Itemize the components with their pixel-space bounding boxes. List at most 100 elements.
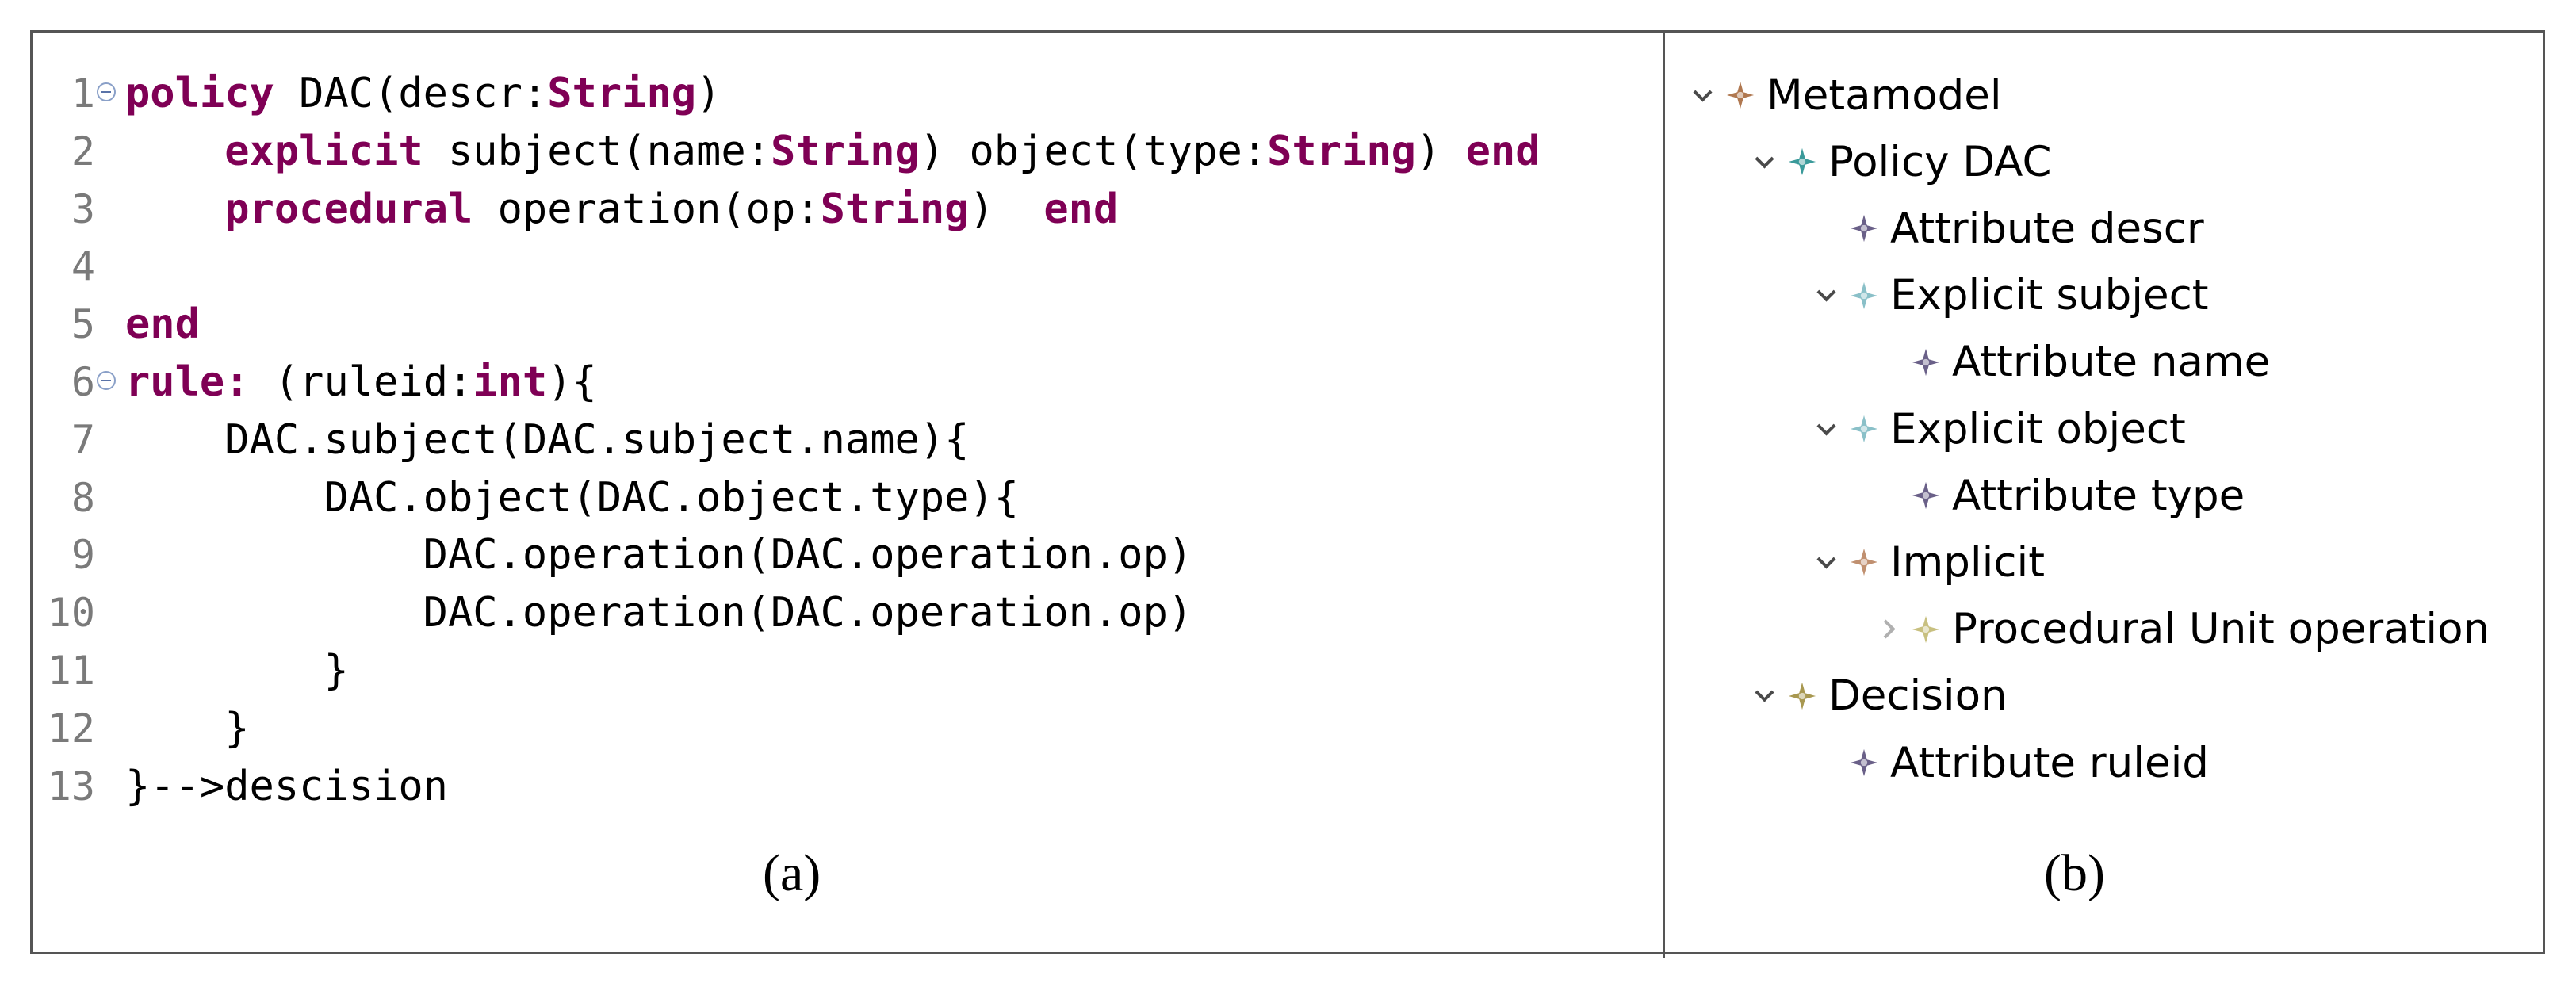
code-text: DAC.operation(DAC.operation.op) (125, 526, 1193, 584)
code-line[interactable]: 10 DAC.operation(DAC.operation.op) (36, 584, 1646, 642)
code-token: ) (1415, 127, 1466, 175)
diamond-icon (1850, 415, 1878, 443)
tree-item[interactable]: Procedural Unit operation (1874, 596, 2490, 663)
diamond-icon (1912, 482, 1940, 510)
code-text: DAC.operation(DAC.operation.op) (125, 584, 1193, 642)
diamond-icon (1850, 281, 1878, 309)
chevron-down-icon[interactable] (1751, 146, 1778, 178)
tree-item[interactable]: Implicit (1812, 529, 2045, 595)
code-text: rule: (ruleid:int){ (125, 354, 597, 411)
keyword-token: String (547, 70, 697, 117)
tree-item[interactable]: Policy DAC (1751, 128, 2052, 195)
diamond-icon (1850, 748, 1878, 777)
keyword-token: String (1267, 127, 1416, 175)
diamond-icon (1788, 148, 1816, 176)
keyword-token: end (125, 300, 200, 349)
chevron-right-icon[interactable] (1874, 614, 1901, 645)
figure-frame (30, 30, 2545, 954)
code-token: } (125, 646, 349, 694)
line-number: 1 (71, 71, 95, 117)
keyword-token: procedural (224, 185, 473, 233)
fold-collapse-icon[interactable] (97, 82, 116, 101)
tree-item[interactable]: Attribute ruleid (1812, 729, 2209, 796)
code-token (125, 186, 224, 233)
tree-item-label: Explicit object (1890, 404, 2186, 453)
line-number: 3 (71, 186, 95, 232)
tree-item[interactable]: Metamodel (1689, 62, 2002, 128)
code-token: ) (696, 70, 722, 117)
tree-item[interactable]: Explicit object (1812, 396, 2186, 462)
code-text: } (125, 642, 349, 700)
code-token: DAC.operation(DAC.operation.op) (125, 531, 1193, 580)
line-number: 11 (47, 647, 95, 694)
chevron-down-icon[interactable] (1751, 680, 1778, 712)
code-text: procedural operation(op:String) end (125, 181, 1118, 239)
code-line[interactable]: 12 } (36, 700, 1646, 758)
code-text: DAC.subject(DAC.subject.name){ (125, 411, 969, 469)
tree-item-label: Attribute ruleid (1890, 738, 2209, 787)
tree-item-label: Explicit subject (1890, 271, 2209, 320)
line-number: 4 (71, 243, 95, 290)
code-token: subject(name: (423, 127, 771, 175)
chevron-down-icon[interactable] (1689, 79, 1716, 111)
code-line[interactable]: 6 rule: (ruleid:int){ (36, 354, 1646, 411)
code-token: (ruleid: (249, 358, 473, 406)
tree-item-label: Attribute type (1952, 471, 2245, 520)
code-line[interactable]: 9 DAC.operation(DAC.operation.op) (36, 526, 1646, 584)
code-line[interactable]: 2 explicit subject(name:String) object(t… (36, 123, 1646, 181)
code-token: DAC.object(DAC.object.type){ (125, 473, 1020, 522)
code-token: } (125, 704, 250, 752)
tree-item-label: Implicit (1890, 537, 2045, 587)
code-text: explicit subject(name:String) object(typ… (125, 123, 1540, 181)
line-number: 5 (71, 301, 95, 348)
tree-item[interactable]: Attribute name (1874, 329, 2270, 396)
diamond-icon (1726, 81, 1755, 109)
chevron-down-icon[interactable] (1812, 413, 1839, 445)
code-text: end (125, 296, 200, 354)
keyword-token: end (1043, 185, 1119, 233)
keyword-token: explicit (224, 127, 423, 175)
code-line[interactable]: 13 }-->descision (36, 758, 1646, 816)
caption-a: (a) (763, 844, 821, 902)
chevron-down-icon[interactable] (1812, 280, 1839, 312)
code-line[interactable]: 7 DAC.subject(DAC.subject.name){ (36, 411, 1646, 469)
code-token: ) (969, 185, 1044, 233)
code-line[interactable]: 11 } (36, 642, 1646, 700)
code-line[interactable]: 5 end (36, 296, 1646, 354)
keyword-token: policy (125, 70, 274, 117)
diamond-icon (1850, 215, 1878, 243)
code-text: }-->descision (125, 758, 448, 816)
code-token: }-->descision (125, 762, 448, 810)
line-number: 10 (47, 590, 95, 637)
diamond-icon (1850, 549, 1878, 576)
code-line[interactable]: 1 policy DAC(descr:String) (36, 65, 1646, 123)
tree-item[interactable]: Attribute type (1874, 462, 2245, 529)
line-number: 8 (71, 474, 95, 521)
keyword-token: rule: (125, 358, 250, 406)
code-line[interactable]: 4 (36, 238, 1646, 296)
code-token: DAC(descr: (274, 70, 548, 117)
keyword-token: String (820, 185, 970, 233)
code-token (125, 128, 224, 175)
line-number: 12 (47, 705, 95, 752)
tree-item[interactable]: Explicit subject (1812, 262, 2209, 329)
tree-item-label: Procedural Unit operation (1952, 605, 2490, 654)
code-text: DAC.object(DAC.object.type){ (125, 469, 1019, 527)
tree-item-label: Metamodel (1766, 71, 2002, 120)
panel-divider (1663, 30, 1665, 958)
keyword-token: String (770, 127, 920, 175)
line-number: 6 (71, 358, 95, 405)
diamond-icon (1788, 682, 1816, 710)
line-number: 13 (47, 763, 95, 809)
tree-item-label: Policy DAC (1828, 137, 2052, 186)
tree-item[interactable]: Attribute descr (1812, 195, 2204, 262)
chevron-down-icon[interactable] (1812, 546, 1839, 578)
caption-b: (b) (2044, 844, 2105, 902)
code-line[interactable]: 3 procedural operation(op:String) end (36, 181, 1646, 239)
code-text: policy DAC(descr:String) (125, 65, 721, 123)
fold-collapse-icon[interactable] (97, 370, 116, 390)
code-line[interactable]: 8 DAC.object(DAC.object.type){ (36, 469, 1646, 527)
tree-item[interactable]: Decision (1751, 663, 2008, 729)
code-token: ){ (547, 358, 597, 406)
